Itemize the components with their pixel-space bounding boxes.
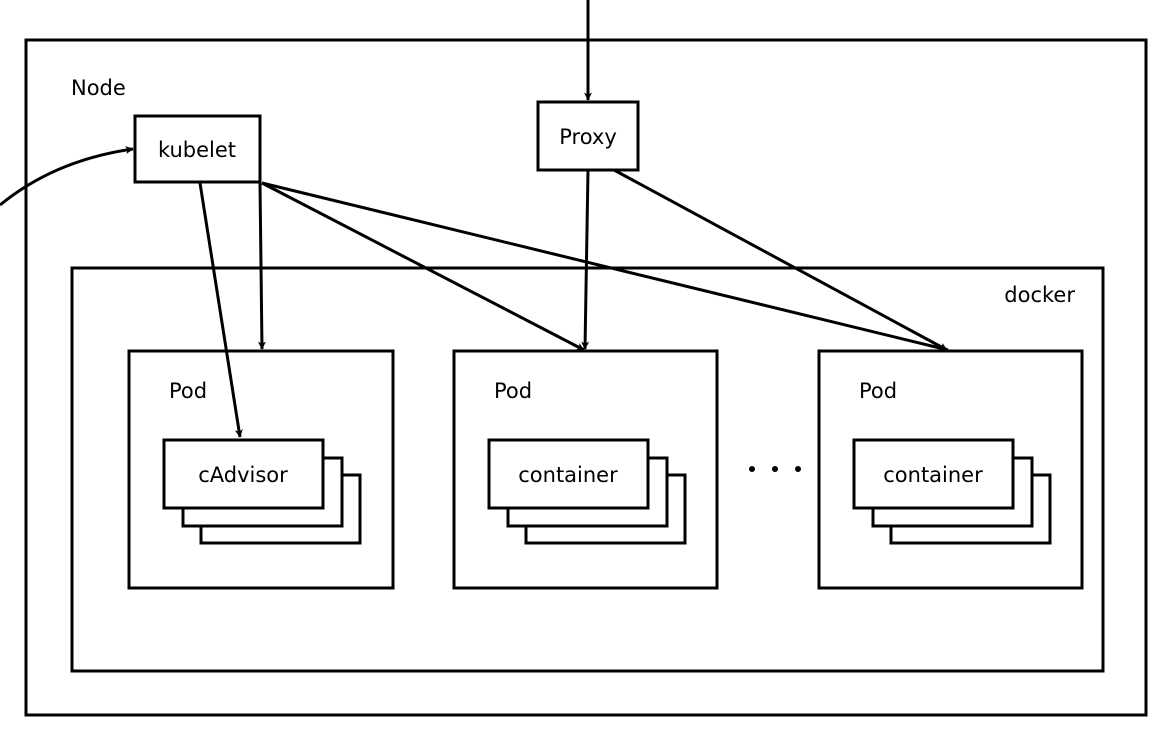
ellipsis-dot (795, 466, 801, 472)
proxy-box (536, 100, 640, 172)
pod-2-label: Pod (494, 379, 532, 403)
container-label: container (883, 463, 983, 487)
kubelet-to-pod-1-arrow (257, 182, 266, 350)
ellipsis-dot (772, 466, 778, 472)
cadvisor-box (162, 438, 325, 510)
incoming-arrow-to-kubelet (0, 146, 134, 207)
pod-2: Pod container (452, 349, 719, 590)
container-label: container (518, 463, 618, 487)
kubelet-to-cadvisor-arrow (198, 182, 243, 438)
ellipsis-dot (749, 466, 755, 472)
kubelet-box (133, 114, 262, 184)
kubelet-to-pod-2-arrow (261, 181, 585, 352)
docker-label: docker (1004, 283, 1075, 307)
pod-3: Pod container (817, 349, 1084, 590)
pod-1-label: Pod (169, 379, 207, 403)
proxy-to-pod-3-arrow (613, 168, 948, 352)
pod-3-label: Pod (859, 379, 897, 403)
container-box (487, 438, 650, 510)
node-label: Node (71, 76, 126, 100)
kubelet-to-pod-3-arrow (261, 181, 949, 353)
container-box (852, 438, 1015, 510)
cadvisor-label: cAdvisor (198, 463, 288, 487)
kubelet-label: kubelet (158, 138, 236, 162)
pod-1: Pod cAdvisor (127, 349, 395, 590)
ellipsis (749, 466, 801, 472)
proxy-to-pod-2-arrow (581, 169, 590, 350)
proxy-label: Proxy (559, 125, 617, 149)
